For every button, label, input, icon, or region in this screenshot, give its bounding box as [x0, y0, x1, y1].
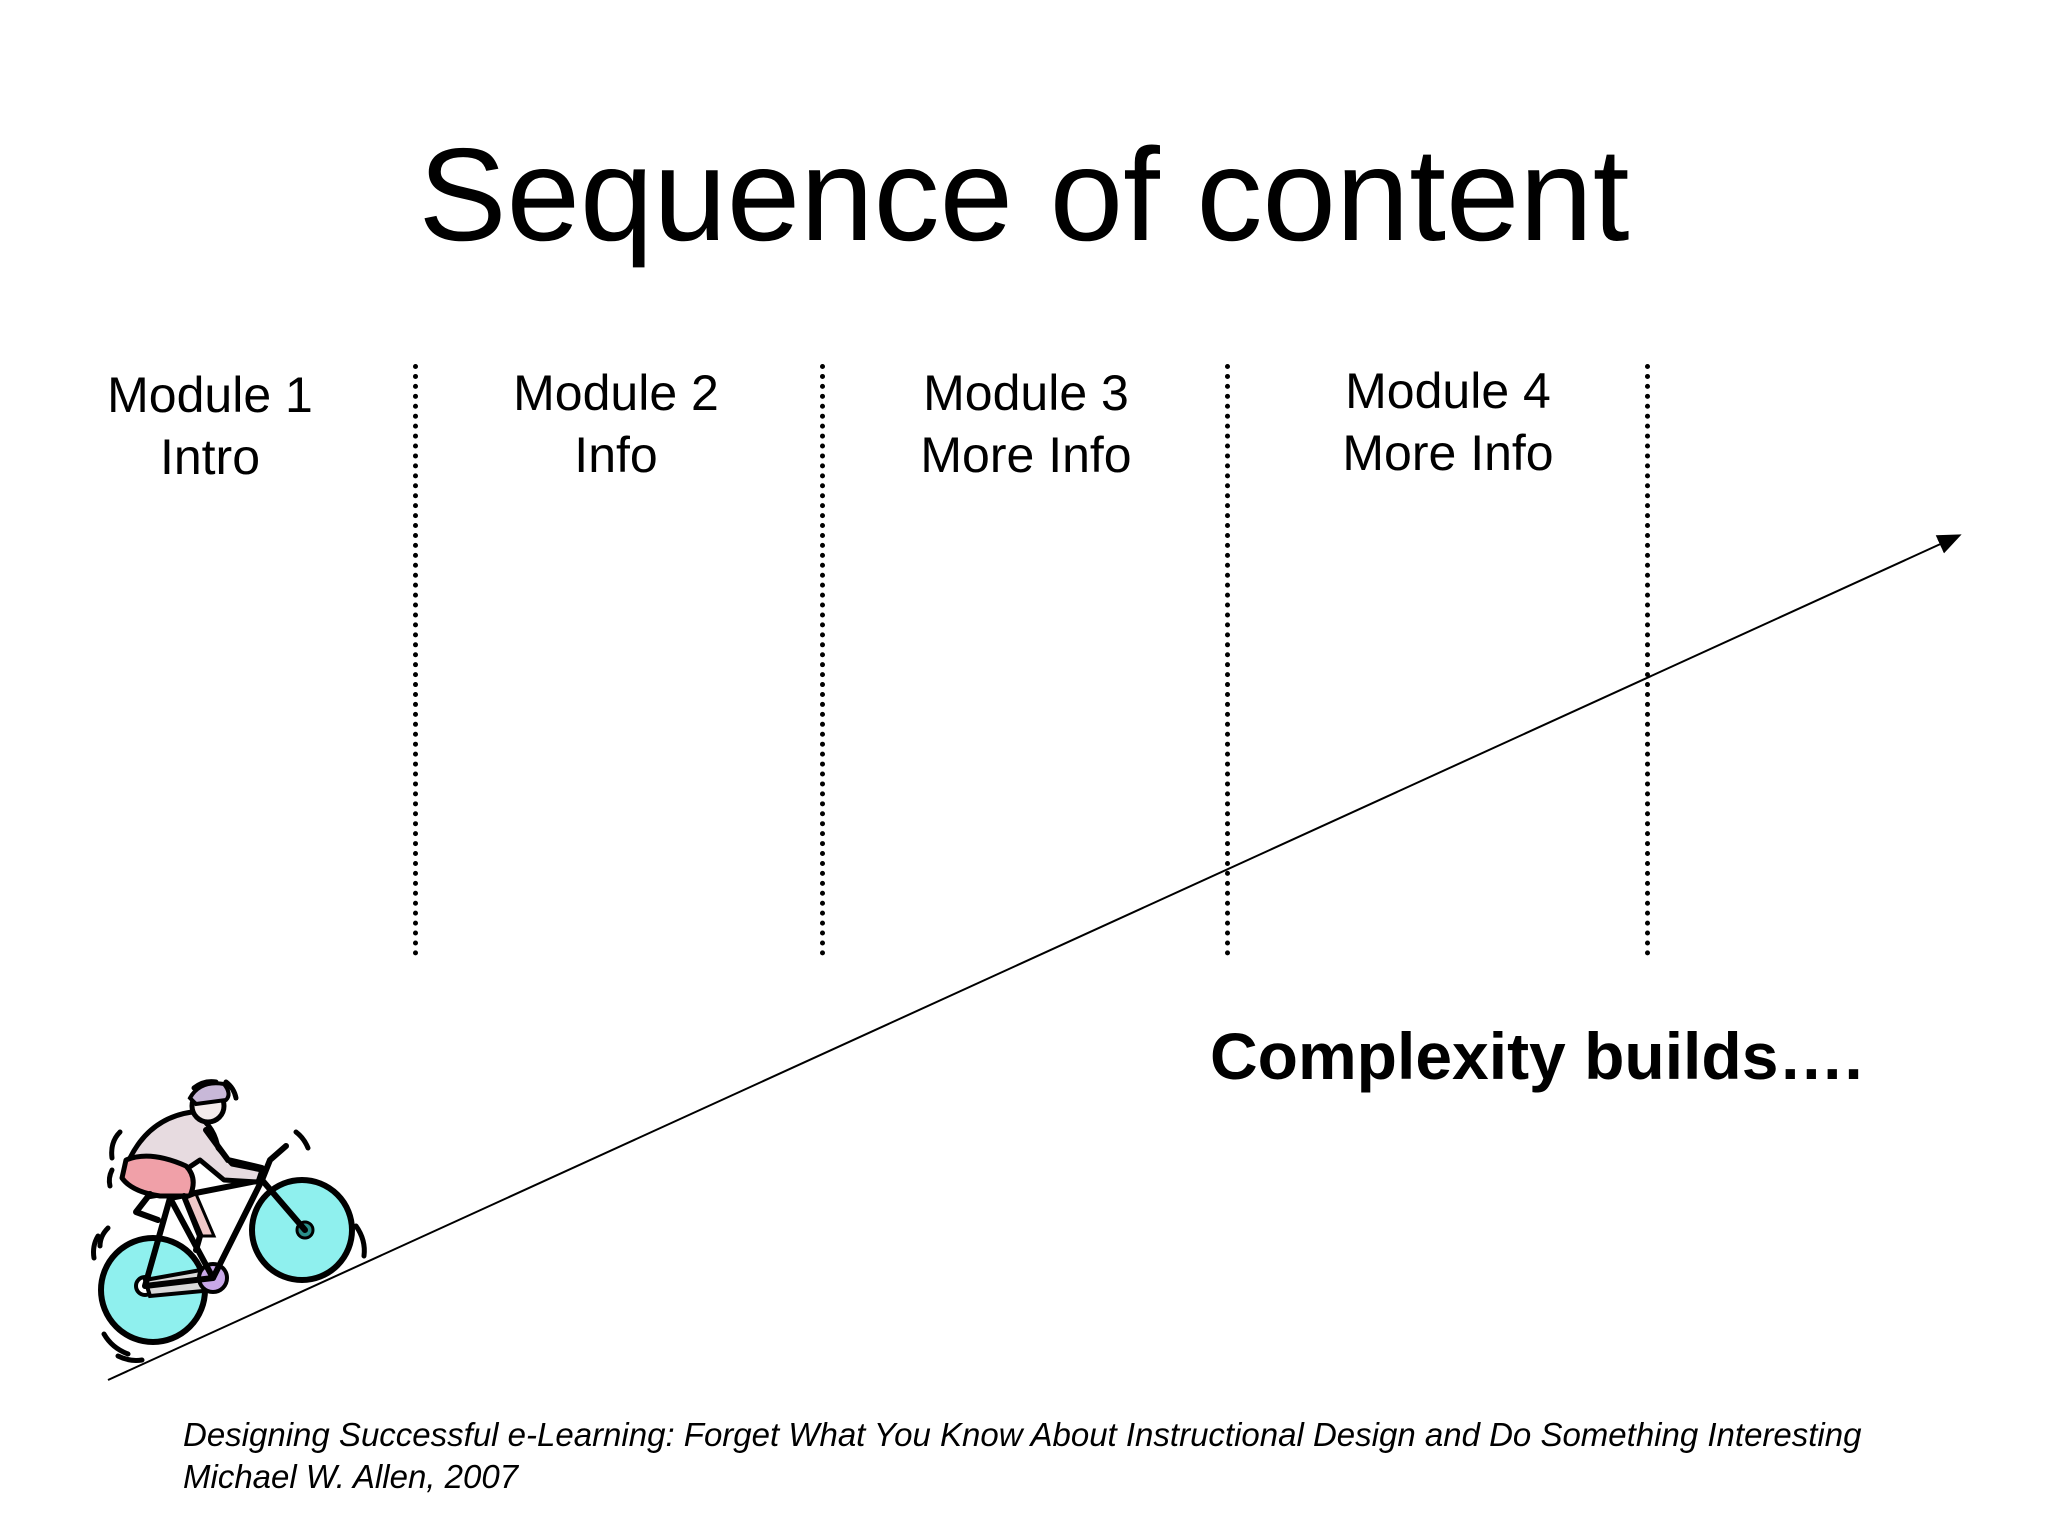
module-1-name: Module 1	[107, 367, 313, 423]
module-1-subtitle: Intro	[159, 429, 261, 485]
citation-book-title: Designing Successful e-Learning: Forget …	[183, 1416, 1862, 1453]
complexity-tagline: Complexity builds….	[1210, 1019, 1863, 1093]
module-4-name: Module 4	[1345, 363, 1551, 419]
module-divider-1	[413, 364, 418, 956]
rider-helmet	[187, 1081, 231, 1107]
module-4-label: Module 4 More Info	[1268, 360, 1628, 484]
slide-title: Sequence of content	[418, 121, 1630, 268]
citation: Designing Successful e-Learning: Forget …	[183, 1414, 1861, 1498]
module-2-name: Module 2	[513, 365, 719, 421]
module-divider-4	[1645, 364, 1650, 956]
module-divider-2	[820, 364, 825, 956]
citation-author-year: Michael W. Allen, 2007	[183, 1458, 519, 1495]
rider-shorts	[119, 1153, 196, 1199]
module-3-name: Module 3	[923, 365, 1129, 421]
module-1-label: Module 1 Intro	[30, 364, 390, 488]
module-2-subtitle: Info	[574, 427, 658, 483]
module-4-subtitle: More Info	[1342, 425, 1554, 481]
module-2-label: Module 2 Info	[436, 362, 796, 486]
module-3-label: Module 3 More Info	[846, 362, 1206, 486]
module-3-subtitle: More Info	[920, 427, 1132, 483]
complexity-arrow-line	[107, 534, 1962, 1381]
module-divider-3	[1225, 364, 1230, 956]
